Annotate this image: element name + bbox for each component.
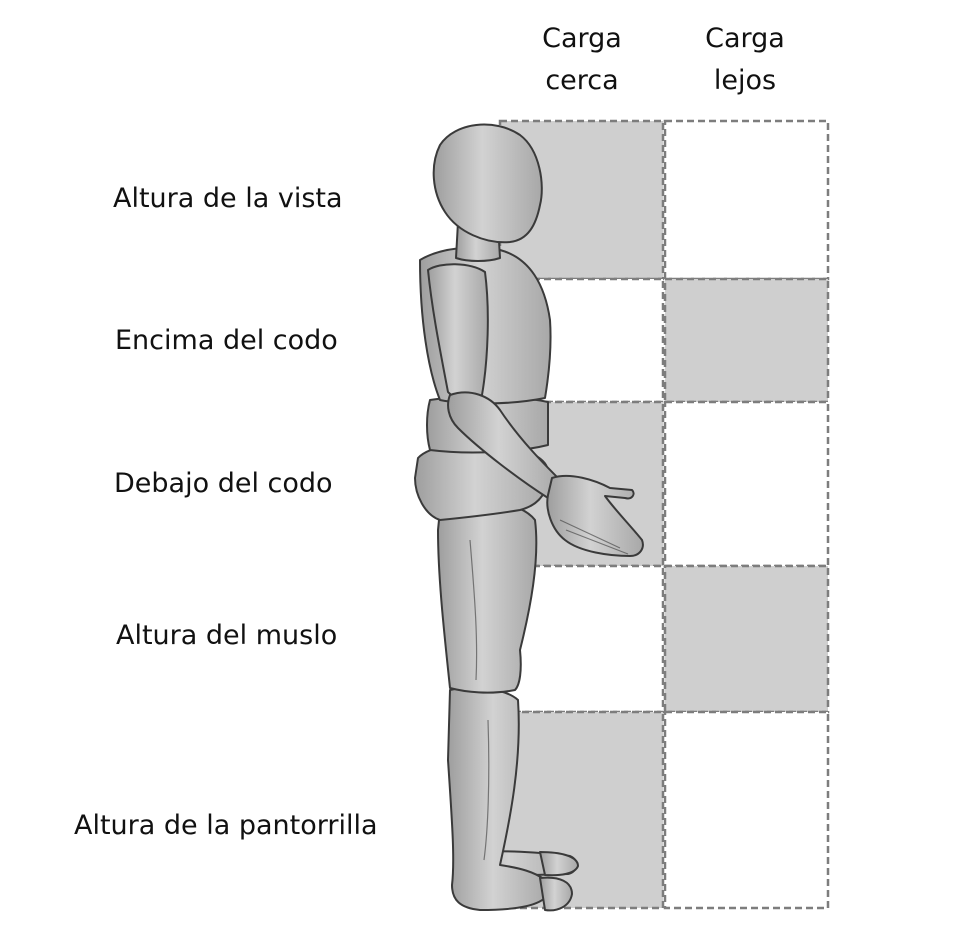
row-label-above-elbow: Encima del codo (115, 325, 338, 356)
column-header-near-load: Carga cerca (542, 23, 622, 96)
row-label-below-elbow: Debajo del codo (114, 468, 333, 499)
row-label-thigh-height: Altura del muslo (116, 620, 338, 651)
grid-cell-row1-far (663, 119, 830, 281)
row-label-eye-height: Altura de la vista (113, 183, 343, 214)
grid-cell-row3-far (663, 400, 830, 568)
grid-cell-row4-far (663, 564, 830, 714)
grid-cell-row2-far (663, 277, 830, 404)
row-label-calf-height: Altura de la pantorrilla (74, 810, 378, 841)
grid-cell-row5-far (663, 710, 830, 910)
column-header-far-load: Carga lejos (705, 23, 785, 96)
